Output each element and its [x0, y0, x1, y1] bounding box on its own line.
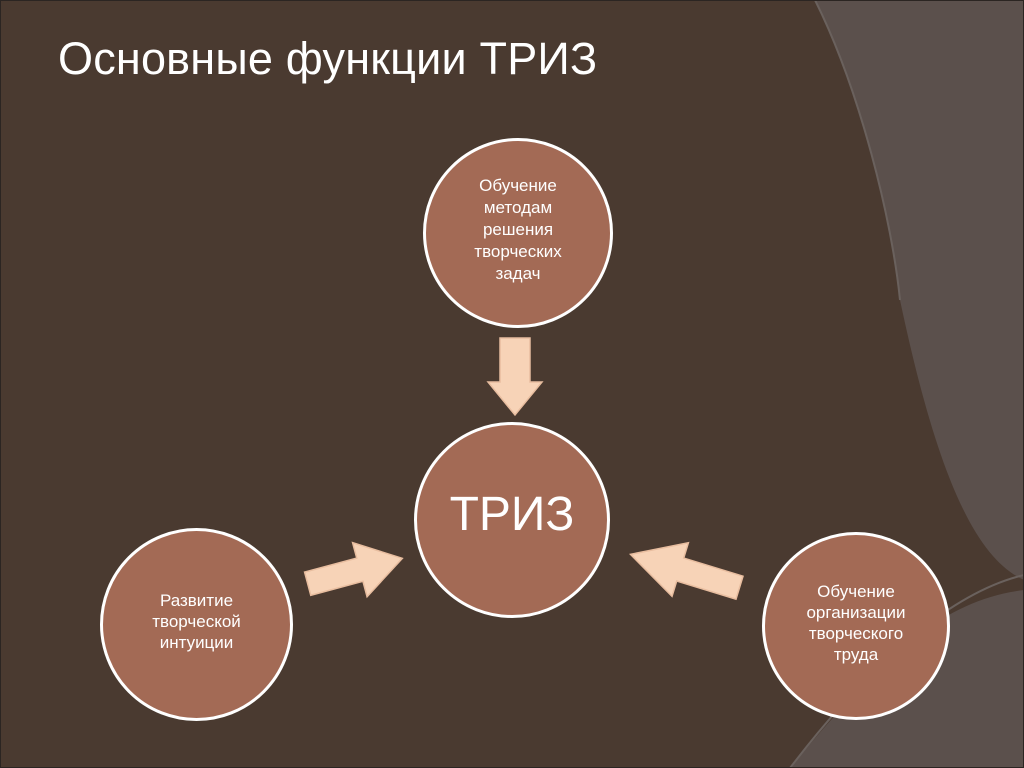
slide-title: Основные функции ТРИЗ: [58, 33, 598, 84]
node-teaching-methods-label: Обучение методам решения творческих зада…: [474, 176, 562, 283]
node-teaching-methods: Обучение методам решения творческих зада…: [423, 138, 613, 328]
node-work-organization-label: Обучение организации творческого труда: [806, 582, 906, 664]
arrow-left-icon: [628, 541, 744, 601]
node-work-organization: Обучение организации творческого труда: [762, 532, 950, 720]
node-creative-intuition-label: Развитие творческой интуиции: [152, 591, 241, 652]
arrow-right-icon: [303, 541, 404, 599]
node-creative-intuition: Развитие творческой интуиции: [100, 528, 293, 721]
node-triz-center: ТРИЗ: [414, 422, 610, 618]
node-triz-center-label: ТРИЗ: [449, 488, 575, 541]
arrow-down-icon: [486, 337, 544, 417]
